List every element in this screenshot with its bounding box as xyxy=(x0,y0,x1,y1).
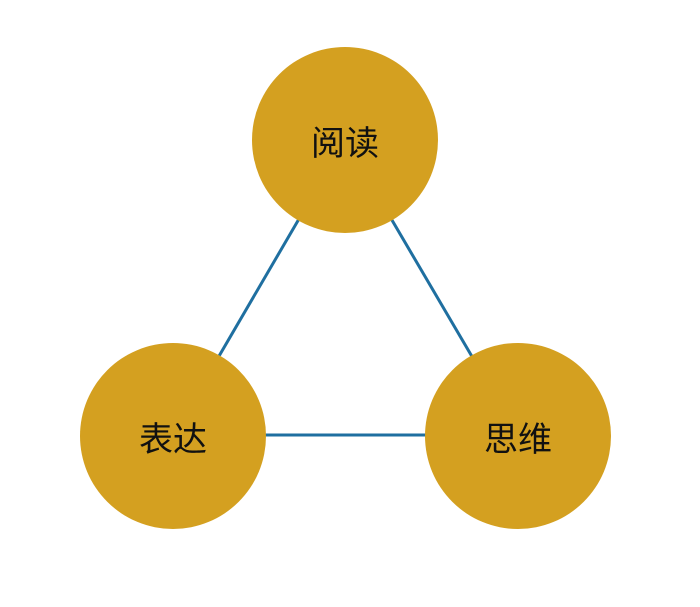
node-read: 阅读 xyxy=(252,47,438,233)
node-think: 思维 xyxy=(425,343,611,529)
node-express: 表达 xyxy=(80,343,266,529)
